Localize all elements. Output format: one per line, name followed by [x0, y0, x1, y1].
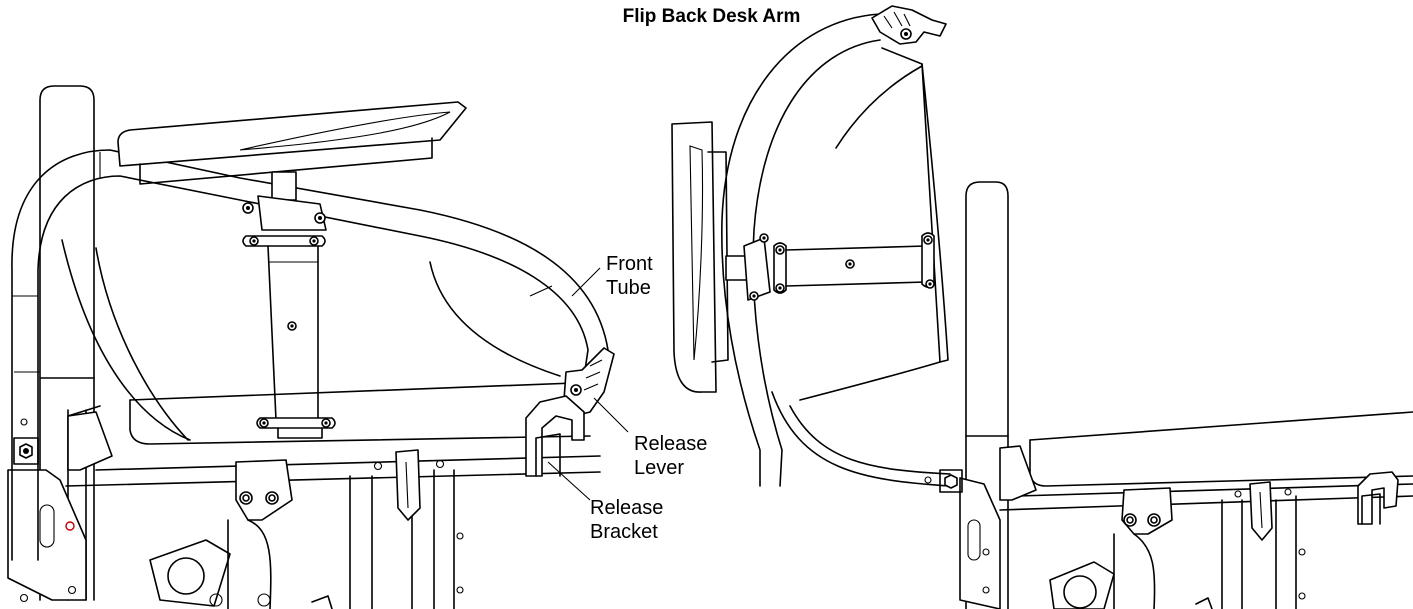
right-rear-upright-post	[924, 181, 1009, 609]
highlighted-hole	[65, 521, 75, 531]
desk-support-column	[242, 171, 336, 439]
seat-frame	[65, 381, 601, 487]
flipped-release-lever	[871, 5, 947, 45]
flipped-front-tube	[721, 13, 951, 487]
left-view-desk-arm-down	[7, 85, 629, 609]
front-tube	[11, 149, 609, 561]
desk-top	[117, 101, 467, 185]
right-view-desk-arm-flipped	[671, 5, 1413, 609]
diagram-title: Flip Back Desk Arm	[622, 6, 801, 27]
callout-front-tube: Front Tube	[606, 253, 653, 299]
lower-mechanism	[149, 449, 464, 609]
right-seat-frame	[999, 411, 1413, 525]
flipped-support-column	[725, 232, 935, 301]
right-lower-mechanism	[1049, 481, 1306, 609]
callout-release-bracket: Release Bracket	[590, 497, 664, 543]
release-bracket	[525, 395, 585, 477]
callout-release-lever: Release Lever	[634, 433, 708, 479]
flipped-desk-top	[671, 121, 729, 393]
callout-leaders-left	[547, 267, 629, 501]
